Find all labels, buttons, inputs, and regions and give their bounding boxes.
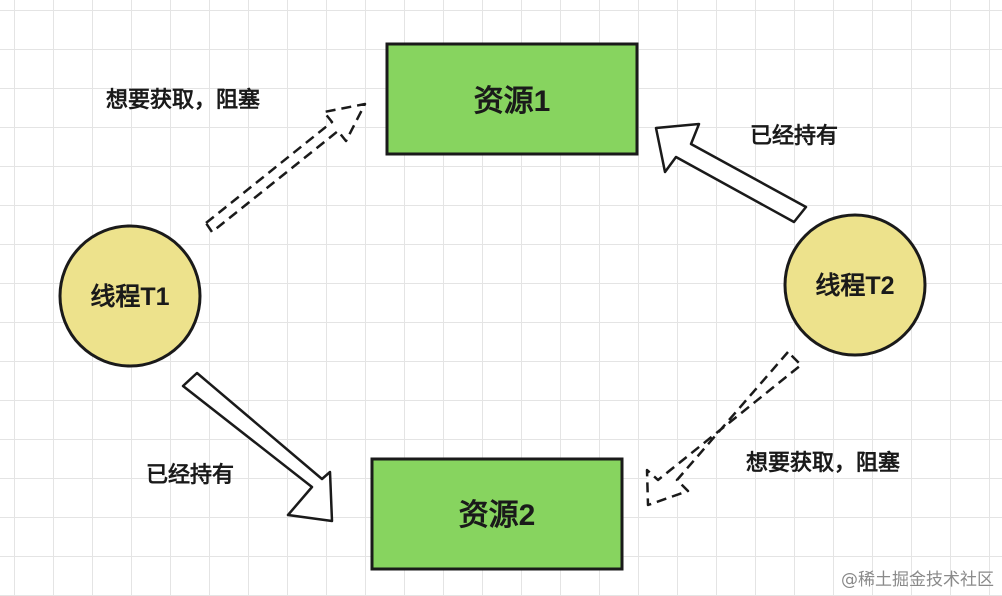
edge-label-t1-holds-r2: 已经持有 [146,462,234,487]
thread1-circle [58,224,202,368]
resource1-box [385,42,639,156]
resource2-label: 资源2 [459,499,536,532]
arrow-t1-to-resource1 [204,102,367,234]
arrow-shape-solid [181,371,334,523]
node-thread1: 线程T1 [58,224,202,368]
arrow-shape-dashed [204,102,367,234]
edge-label-t2-holds-r1: 已经持有 [750,123,838,148]
edge-label-t1-wants-r1: 想要获取，阻塞 [106,87,261,112]
arrow-shape-dashed [645,350,803,507]
node-resource1: 资源1 [385,42,639,156]
node-resource2: 资源2 [370,457,624,571]
thread2-label: 线程T2 [815,271,894,300]
node-thread2: 线程T2 [783,213,927,357]
arrow-t1-to-resource2 [181,371,334,523]
watermark: @稀土掘金技术社区 [841,570,994,590]
arrow-t2-to-resource1 [654,122,808,224]
resource2-box [370,457,624,571]
thread1-label: 线程T1 [90,282,169,311]
arrow-t2-to-resource2 [645,350,803,507]
resource1-label: 资源1 [474,85,551,118]
arrow-shape-solid [654,122,808,224]
edge-label-t2-wants-r2: 想要获取，阻塞 [746,450,901,475]
thread2-circle [783,213,927,357]
